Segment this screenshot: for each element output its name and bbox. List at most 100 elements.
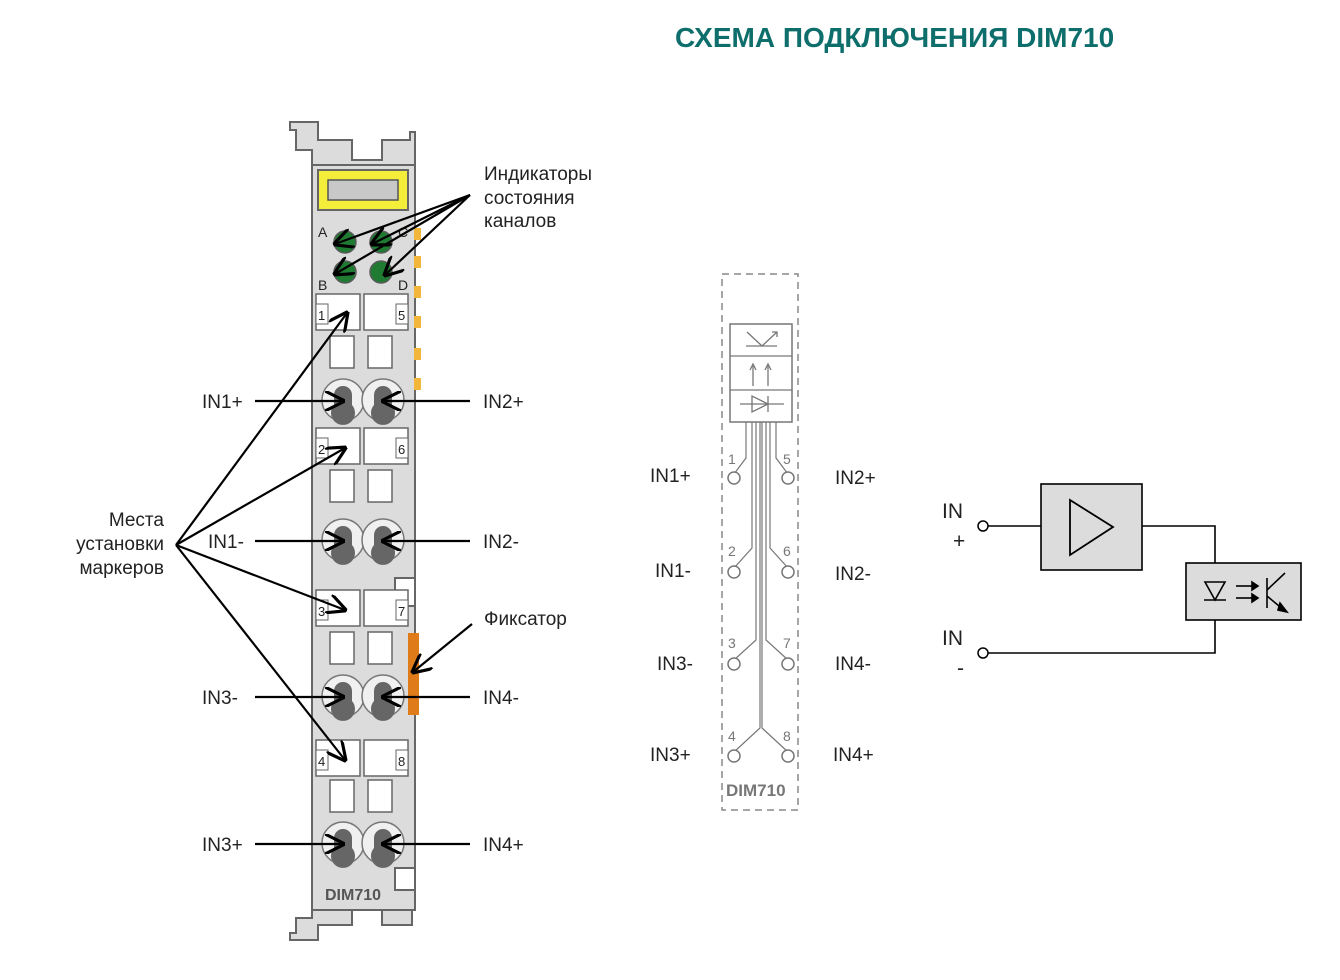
page-title: СХЕМА ПОДКЛЮЧЕНИЯ DIM710	[675, 22, 1115, 53]
callout-leds-line-1: Индикаторы	[484, 164, 592, 185]
led-letter-a: A	[318, 224, 328, 240]
callout-leds-arrows	[335, 193, 471, 275]
pinout-label-in4-plus: IN4+	[833, 745, 874, 766]
callout-markers-arrows	[175, 313, 347, 760]
optocoupler-box	[729, 323, 793, 423]
amplifier-icon	[1069, 498, 1115, 557]
transistor-icon	[746, 331, 778, 347]
terminal-clamp	[371, 386, 396, 425]
pin-number: 7	[783, 635, 791, 651]
terminal-label-in3-plus: IN3+	[202, 835, 243, 856]
circuit-in-plus-sign: +	[953, 530, 965, 553]
release-slot	[329, 335, 355, 369]
body-notch-lower	[394, 867, 416, 891]
marker-number: 6	[398, 442, 405, 457]
marker-number-box	[395, 437, 409, 459]
terminal-clamp	[331, 526, 355, 565]
pinout-schematic: 1 2 3 4 5 6 7 8 DIM710 IN1+ IN1- IN3- IN…	[650, 273, 876, 811]
callout-latch-arrow	[413, 623, 473, 672]
callout-markers-line-1: Места	[109, 510, 165, 531]
optocoupler-transistor-icon	[1266, 572, 1289, 614]
terminal-labels-right: IN2+ IN2- IN4- IN4+	[483, 392, 524, 856]
release-slot	[367, 779, 393, 813]
side-contacts	[414, 228, 421, 390]
terminal-clamp	[331, 829, 355, 868]
pinout-label-in1-minus: IN1-	[655, 561, 691, 582]
top-clip	[289, 121, 416, 166]
pin-number: 5	[783, 451, 791, 467]
marker-number: 1	[318, 308, 325, 323]
label-window-inner	[327, 179, 399, 201]
light-arrows-icon	[749, 362, 772, 386]
pin-number: 2	[728, 543, 736, 559]
marker-number-box	[395, 599, 409, 621]
pinout-outline	[721, 273, 799, 811]
pin-number: 4	[728, 728, 736, 744]
callout-leds-line-3: каналов	[484, 211, 556, 232]
release-slot	[329, 779, 355, 813]
terminal-clamp	[371, 682, 396, 721]
release-slot	[367, 469, 393, 503]
led-letter-d: D	[398, 277, 408, 293]
pin-number: 6	[783, 543, 791, 559]
terminal-label-in3-minus: IN3-	[202, 688, 238, 709]
marker-number: 7	[398, 604, 405, 619]
release-slot	[329, 631, 355, 665]
optocoupler-diode-icon	[1203, 581, 1227, 602]
terminal-label-in2-minus: IN2-	[483, 532, 519, 553]
terminal-label-in4-plus: IN4+	[483, 835, 524, 856]
pcb-traces	[733, 422, 789, 753]
input-circuit: IN + IN -	[942, 483, 1302, 680]
terminal-labels-left: IN1+ IN1- IN3- IN3+	[202, 392, 244, 856]
terminal-label-in2-plus: IN2+	[483, 392, 524, 413]
terminal-arrows-right	[383, 401, 470, 844]
input-terminal-minus	[977, 647, 989, 659]
pinout-label-in3-plus: IN3+	[650, 745, 691, 766]
release-slot	[329, 469, 355, 503]
terminal-label-in1-plus: IN1+	[202, 392, 243, 413]
terminal-clamp	[331, 682, 355, 721]
pinout-label-in3-minus: IN3-	[657, 654, 693, 675]
pin-number: 3	[728, 635, 736, 651]
marker-number-box	[395, 749, 409, 771]
module-model-label: DIM710	[325, 887, 381, 904]
release-slot	[367, 631, 393, 665]
led-letter-b: B	[318, 277, 327, 293]
pinout-label-in2-plus: IN2+	[835, 468, 876, 489]
pinout-model-label: DIM710	[726, 781, 786, 800]
pin-number: 8	[783, 728, 791, 744]
circuit-in-minus-sign: -	[957, 657, 964, 680]
callout-markers-line-3: маркеров	[79, 558, 164, 579]
pinout-label-in2-minus: IN2-	[835, 564, 871, 585]
pin-number: 1	[728, 451, 736, 467]
led-letter-c: C	[398, 224, 408, 240]
marker-number-box	[315, 303, 329, 325]
terminal-arrows-left	[255, 401, 343, 844]
callout-markers-line-2: установки	[76, 534, 164, 555]
bottom-clip	[289, 909, 413, 941]
terminal-label-in4-minus: IN4-	[483, 688, 519, 709]
marker-number: 3	[318, 604, 325, 619]
terminal-clamp	[371, 829, 396, 868]
terminal-clamp	[331, 386, 355, 425]
amplifier-block	[1040, 483, 1143, 571]
marker-number: 2	[318, 442, 325, 457]
diode-icon	[740, 394, 784, 414]
circuit-in-plus-label: IN	[942, 500, 963, 523]
marker-number-box	[395, 303, 409, 325]
terminal-clamp	[371, 526, 396, 565]
latch	[408, 633, 419, 715]
marker-number: 4	[318, 754, 325, 769]
callout-latch: Фиксатор	[484, 609, 567, 630]
pin-circles	[727, 471, 795, 763]
marker-number: 5	[398, 308, 405, 323]
circuit-in-minus-label: IN	[942, 627, 963, 650]
terminal-label-in1-minus: IN1-	[208, 532, 244, 553]
marker-number: 8	[398, 754, 405, 769]
io-module: A C B D 1 5 2 6	[289, 121, 421, 941]
optocoupler-light-icon	[1236, 580, 1260, 604]
release-slot	[367, 335, 393, 369]
callout-leds-line-2: состояния	[484, 188, 575, 209]
pinout-label-in1-plus: IN1+	[650, 466, 691, 487]
